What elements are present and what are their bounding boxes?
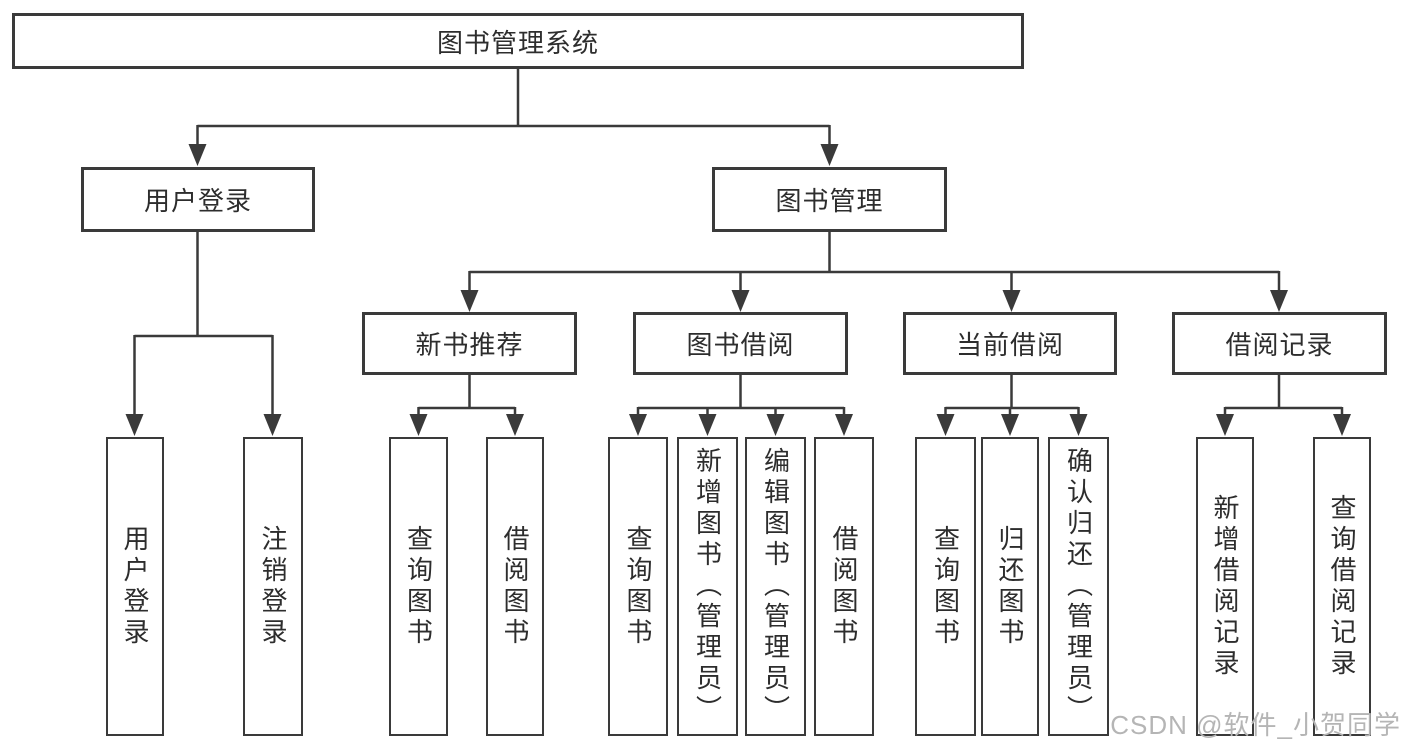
arrowhead (188, 144, 207, 166)
node-label: 借阅图书 (500, 524, 530, 649)
leaf-borrowing-add-book-admin: 新增图书（管理员） (677, 437, 738, 736)
leaf-borrowing-edit-book-admin: 编辑图书（管理员） (745, 437, 806, 736)
arrowhead (125, 414, 144, 436)
arrowhead (936, 414, 955, 436)
node-label: 编辑图书（管理员） (760, 447, 791, 726)
connector-path (133, 68, 1344, 416)
arrowhead (409, 414, 428, 436)
node-label: 查询图书 (930, 524, 961, 649)
node-label: 新增图书（管理员） (692, 447, 723, 726)
arrowhead (263, 414, 282, 436)
leaf-logout: 注销登录 (243, 437, 303, 736)
node-label: 用户登录 (120, 524, 150, 649)
arrowhead (1001, 414, 1019, 436)
node-borrow-records: 借阅记录 (1172, 312, 1387, 375)
arrowhead (460, 290, 479, 312)
arrowhead (835, 414, 853, 436)
node-label: 确认归还（管理员） (1063, 447, 1094, 726)
node-label: 查询图书 (403, 524, 434, 649)
leaf-borrowing-query-book: 查询图书 (608, 437, 668, 736)
arrowhead (1216, 414, 1234, 436)
node-label: 归还图书 (995, 524, 1025, 649)
node-book-borrowing: 图书借阅 (633, 312, 848, 375)
arrowhead (1270, 290, 1288, 312)
node-label: 用户登录 (143, 186, 252, 216)
arrowhead (506, 414, 524, 436)
node-label: 图书借阅 (686, 330, 795, 360)
arrowhead (1333, 414, 1351, 436)
arrowhead (698, 414, 717, 436)
node-current-borrowing: 当前借阅 (903, 312, 1117, 375)
leaf-user-login: 用户登录 (106, 437, 164, 736)
arrowheads (125, 144, 1351, 436)
leaf-recommend-borrow-book: 借阅图书 (486, 437, 544, 736)
leaf-current-confirm-return-admin: 确认归还（管理员） (1048, 437, 1109, 736)
arrowhead (1002, 290, 1021, 312)
arrowhead (1069, 414, 1088, 436)
node-label: 查询借阅记录 (1327, 493, 1357, 680)
node-label: 新书推荐 (415, 330, 524, 360)
node-label: 图书管理 (775, 186, 884, 216)
leaf-records-add-record: 新增借阅记录 (1196, 437, 1254, 736)
leaf-recommend-query-book: 查询图书 (389, 437, 448, 736)
node-label: 借阅记录 (1225, 330, 1334, 360)
arrowhead (766, 414, 785, 436)
node-label: 借阅图书 (829, 524, 859, 649)
node-user-login: 用户登录 (81, 167, 315, 232)
node-label: 当前借阅 (955, 330, 1064, 360)
node-label: 图书管理系统 (436, 27, 599, 58)
node-label: 查询图书 (623, 524, 653, 649)
arrowhead (629, 414, 647, 436)
node-label: 新增借阅记录 (1210, 493, 1240, 680)
node-new-book-recommend: 新书推荐 (362, 312, 577, 375)
leaf-records-query-record: 查询借阅记录 (1313, 437, 1371, 736)
leaf-current-query-book: 查询图书 (915, 437, 976, 736)
node-library-management-system: 图书管理系统 (12, 13, 1024, 69)
node-label: 注销登录 (258, 524, 288, 649)
arrowhead (820, 144, 839, 166)
node-book-management: 图书管理 (712, 167, 947, 232)
leaf-borrowing-borrow-book: 借阅图书 (814, 437, 874, 736)
leaf-current-return-book: 归还图书 (981, 437, 1039, 736)
arrowhead (731, 290, 750, 312)
watermark: CSDN @软件_小贺同学 (1110, 710, 1401, 740)
